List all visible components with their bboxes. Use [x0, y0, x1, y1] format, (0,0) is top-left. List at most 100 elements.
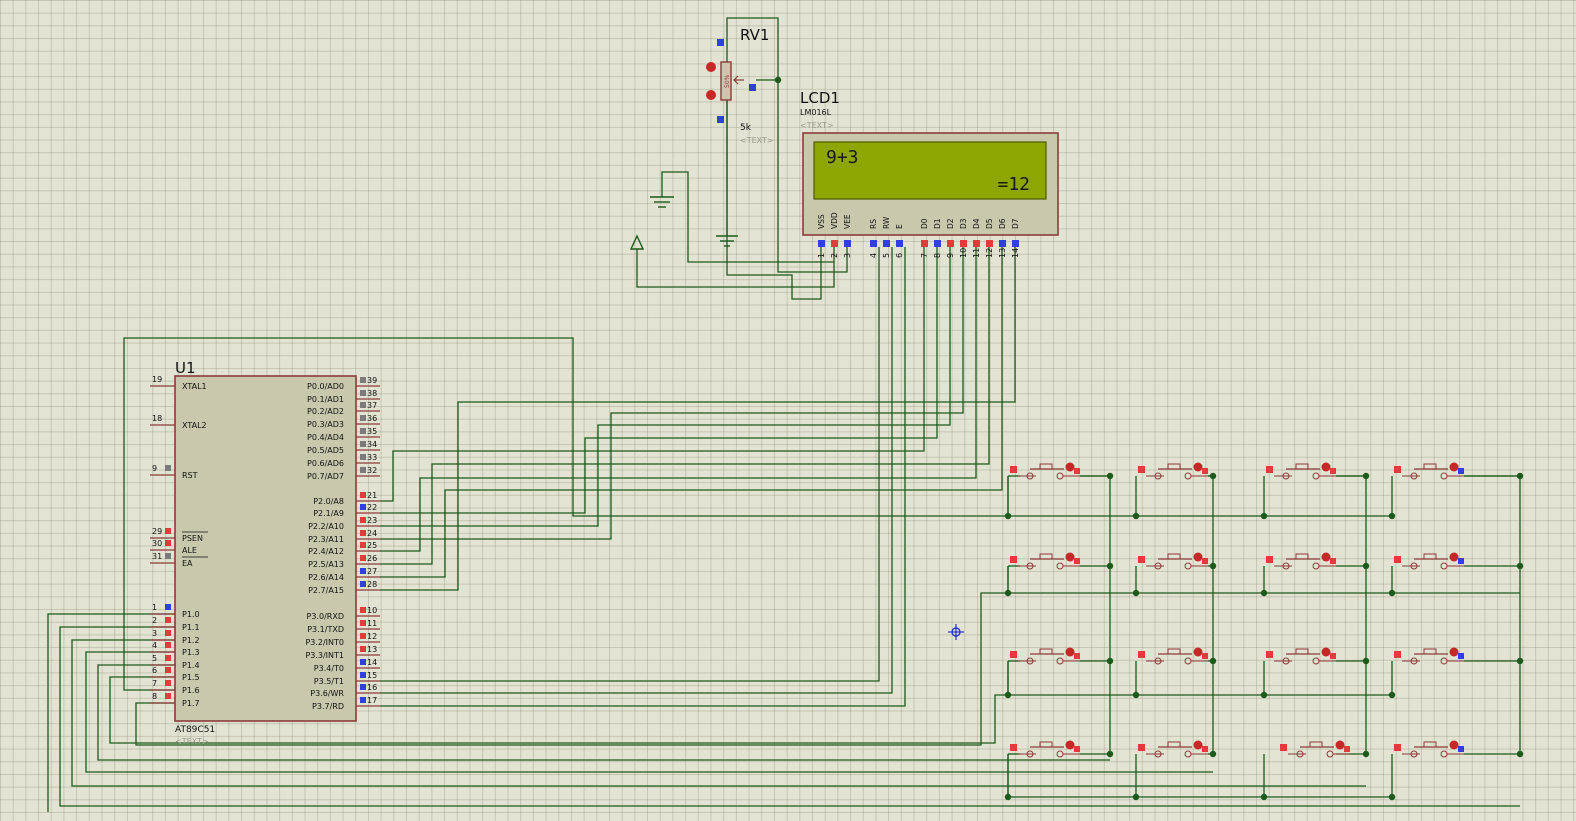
- key-pin-left: [1138, 466, 1145, 473]
- keypad-4x4[interactable]: [1010, 462, 1464, 758]
- mcu-pin-name: P1.1: [182, 623, 200, 632]
- mcu-pin-name: P1.5: [182, 673, 200, 682]
- keypad-button: [1138, 740, 1208, 758]
- key-probe-icon: [1449, 647, 1459, 657]
- key-pin-right: [1074, 468, 1080, 474]
- key-pin-right: [1330, 653, 1336, 659]
- key-pin-left: [1394, 556, 1401, 563]
- key-probe-icon: [1065, 740, 1075, 750]
- mcu-pin-marker: [360, 504, 366, 510]
- mcu-pin-number: 11: [367, 619, 377, 628]
- mcu-at89c51[interactable]: U1 AT89C51 <TEXT> 19XTAL118XTAL29RST29PS…: [150, 359, 380, 746]
- wire: [726, 17, 779, 81]
- key-cap: [1423, 648, 1437, 655]
- lcd-pin-marker: [896, 240, 903, 247]
- key-contact: [1440, 562, 1448, 570]
- lcd-pin-marker: [934, 240, 941, 247]
- key-contact: [1440, 750, 1448, 758]
- junction-dot: [1106, 472, 1114, 480]
- crosshair-cursor-icon: [948, 624, 964, 640]
- key-probe-icon: [1449, 552, 1459, 562]
- power-terminal-icon: [629, 234, 645, 250]
- mcu-pin-name: P3.2/INT0: [305, 638, 344, 647]
- key-contact: [1312, 472, 1320, 480]
- key-probe-icon: [1449, 462, 1459, 472]
- mcu-ref: U1: [175, 359, 196, 377]
- mcu-pin-name: P2.6/A14: [308, 573, 344, 582]
- keypad-button: [1138, 647, 1208, 665]
- key-cap: [1309, 741, 1323, 748]
- rv1-probe-icon: [706, 62, 716, 72]
- key-pin-right: [1202, 746, 1208, 752]
- wire: [380, 247, 925, 502]
- key-contact: [1184, 750, 1192, 758]
- mcu-pin-marker: [360, 441, 366, 447]
- mcu-pin-name: P0.4/AD4: [307, 433, 344, 442]
- mcu-pin-number: 30: [152, 539, 162, 548]
- key-contact: [1410, 562, 1418, 570]
- mcu-pin-number: 17: [367, 696, 377, 705]
- key-pin-left: [1394, 744, 1401, 751]
- key-contact: [1154, 750, 1162, 758]
- junction-dot: [1209, 750, 1217, 758]
- keypad-button: [1394, 552, 1464, 570]
- mcu-pin-name: P1.2: [182, 636, 200, 645]
- key-contact: [1326, 750, 1334, 758]
- key-pin-left: [1138, 651, 1145, 658]
- mcu-pin-number: 22: [367, 503, 377, 512]
- mcu-pin-name: P2.0/A8: [313, 497, 344, 506]
- key-probe-icon: [1321, 552, 1331, 562]
- wire: [380, 247, 977, 552]
- mcu-pin-marker: [360, 467, 366, 473]
- key-contact: [1056, 750, 1064, 758]
- lcd-pin-number: 4: [869, 253, 878, 258]
- wire: [636, 247, 835, 288]
- junction-dot: [1516, 657, 1524, 665]
- lcd-pin-name: RW: [882, 216, 891, 229]
- lcd-module[interactable]: LCD1 LM016L <TEXT> 9+3 =12 VSS1VDD2VEE3R…: [800, 89, 1059, 258]
- key-contact: [1026, 472, 1034, 480]
- mcu-pin-name: P2.5/A13: [308, 560, 344, 569]
- key-pin-right: [1074, 746, 1080, 752]
- key-contact: [1184, 657, 1192, 665]
- junction-dot: [1362, 472, 1370, 480]
- lcd-pin-number: 8: [933, 253, 942, 258]
- mcu-pin-marker: [165, 630, 171, 636]
- mcu-pin-name: P3.0/RXD: [307, 612, 344, 621]
- junction-dot: [1209, 657, 1217, 665]
- keypad-button: [1138, 462, 1208, 480]
- mcu-pin-marker: [360, 555, 366, 561]
- mcu-pin-number: 29: [152, 527, 162, 536]
- lcd-pin-name: E: [895, 224, 904, 229]
- lcd-pin-number: 6: [895, 253, 904, 258]
- lcd-pin-marker: [870, 240, 877, 247]
- key-cap: [1039, 463, 1053, 470]
- key-contact: [1410, 657, 1418, 665]
- lcd-pin-name: VEE: [843, 214, 852, 229]
- keypad-button: [1280, 740, 1350, 758]
- wire: [380, 247, 893, 694]
- key-pin-left: [1280, 744, 1287, 751]
- mcu-pin-marker: [360, 428, 366, 434]
- mcu-pin-number: 14: [367, 658, 377, 667]
- rv1-probe-icon: [706, 90, 716, 100]
- key-pin-right: [1202, 653, 1208, 659]
- key-pin-right: [1074, 558, 1080, 564]
- key-pin-left: [1010, 744, 1017, 751]
- wire: [380, 247, 1016, 591]
- lcd-pin-marker: [831, 240, 838, 247]
- mcu-pin-marker: [165, 528, 171, 534]
- rv1-potentiometer[interactable]: RV1 50% 5k <TEXT>: [706, 26, 774, 145]
- mcu-pin-name: P1.3: [182, 648, 200, 657]
- wire: [135, 592, 1008, 746]
